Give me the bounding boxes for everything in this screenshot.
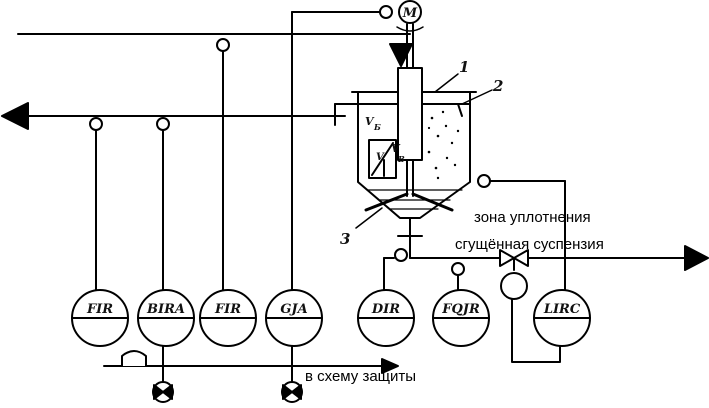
instrument-tag: BIRA — [146, 302, 185, 317]
v-upper-sub: Б — [373, 122, 381, 132]
protection-label: в схему защиты — [305, 368, 416, 385]
motor-label: M — [402, 6, 418, 21]
velocity-arrow-upper — [371, 142, 394, 176]
bira-sensor — [156, 117, 170, 131]
instrument-fir-1: FIR — [71, 289, 129, 347]
motor-rotation-mark — [396, 26, 424, 32]
instrument-gja: GJA — [265, 289, 323, 347]
motor-sensor-bulb — [379, 5, 393, 19]
callout-2-leader — [461, 89, 493, 105]
instrument-tag: LIRC — [543, 302, 581, 317]
lirc-control-loop — [511, 298, 561, 363]
overflow-lip-right — [457, 103, 463, 117]
instrument-tag: GJA — [280, 302, 307, 317]
v-lower-sub: В — [397, 154, 405, 164]
dir-sensor — [394, 248, 408, 262]
instrument-tag: DIR — [371, 302, 400, 317]
callout-2: 2 — [492, 77, 503, 95]
fir2-sensor — [216, 38, 230, 52]
callout-1: 1 — [459, 58, 469, 76]
instrument-tag: FQJR — [441, 302, 480, 317]
underflow-arrow-head — [684, 245, 709, 271]
lirc-sensor — [477, 174, 491, 188]
velocity-inset — [368, 139, 397, 179]
instrument-tag: FIR — [86, 302, 113, 317]
v-upper-label: V — [365, 115, 375, 128]
control-valve-actuator — [500, 272, 528, 300]
overflow-arrow-head — [1, 102, 29, 130]
suspension-particles — [427, 110, 460, 180]
callout-3-leader — [355, 207, 383, 229]
v-mid-label: V — [376, 152, 385, 163]
instrument-lirc: LIRC — [533, 289, 591, 347]
feed-arrow — [389, 43, 413, 67]
instrument-dir: DIR — [357, 289, 415, 347]
instrument-tag: FIR — [214, 302, 241, 317]
rake-arm-right — [411, 192, 454, 212]
instrument-bira: BIRA — [137, 289, 195, 347]
instrument-fir-2: FIR — [199, 289, 257, 347]
bira-actuator-icon — [152, 381, 174, 403]
fqjr-sensor — [451, 262, 465, 276]
v-lower-label: V — [391, 142, 401, 155]
thickened-sludge-layer — [367, 189, 463, 210]
motor-symbol — [398, 0, 422, 24]
rake-arm-left — [364, 192, 409, 212]
instrument-fqjr: FQJR — [432, 289, 490, 347]
alarm-horn-icon — [121, 350, 147, 367]
fir1-sensor — [89, 117, 103, 131]
feed-well — [397, 67, 423, 161]
callout-1-leader — [434, 73, 459, 93]
gja-actuator-icon — [281, 381, 303, 403]
zone-label: зона уплотнения — [474, 209, 591, 226]
callout-3: 3 — [340, 230, 350, 248]
protection-arrow-head — [381, 358, 399, 374]
suspension-label: сгущённая суспензия — [455, 236, 604, 253]
